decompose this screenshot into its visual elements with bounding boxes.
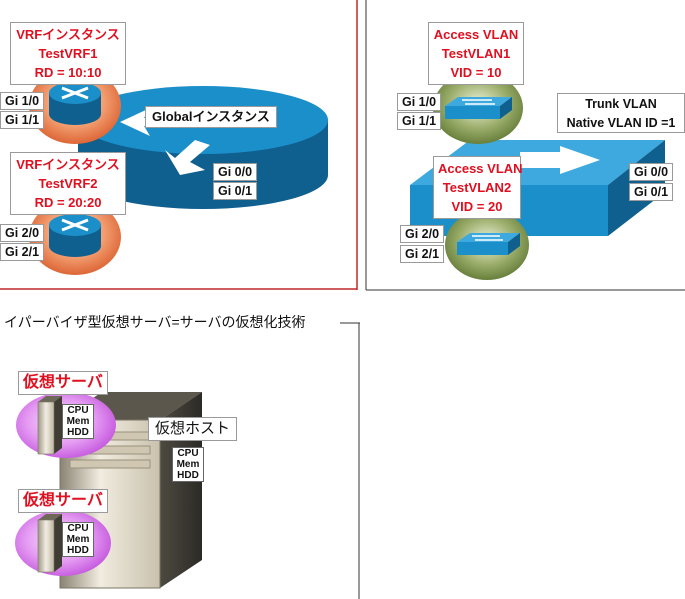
vlan2-label-line1: Access VLAN: [438, 161, 523, 176]
vm1-resources: CPU Mem HDD: [62, 404, 94, 439]
vrf2-port-label: Gi 2/1: [0, 243, 45, 261]
vrf1-label: VRFインスタンス TestVRF1 RD = 10:10: [10, 22, 126, 85]
vrf2-instance-icon: [29, 199, 121, 275]
vlan2-port-gi2-1: Gi 2/1: [405, 247, 440, 261]
virtual-host-label: 仮想ホスト: [148, 417, 238, 441]
vlan1-port-gi1-0: Gi 1/0: [402, 95, 437, 109]
trunk-vlan-line2: Native VLAN ID =1: [566, 116, 676, 130]
vrf1-port-label: Gi 1/1: [0, 111, 45, 129]
vlan2-port-gi2-0: Gi 2/0: [405, 227, 440, 241]
virtual-server-2-label: 仮想サーバ: [18, 489, 108, 513]
vrf2-port-gi2-0: Gi 2/0: [5, 226, 40, 240]
host-cpu: CPU: [177, 448, 199, 459]
vlan1-port-label: Gi 1/1: [397, 112, 442, 130]
vlan1-label-line1: Access VLAN: [433, 27, 519, 42]
vlan2-label: Access VLAN TestVLAN2 VID = 20: [433, 156, 523, 219]
vlan1-label-line3: VID = 10: [450, 65, 502, 80]
global-port-gi0-1: Gi 0/1: [218, 184, 253, 198]
vrf2-label-line3: RD = 20:20: [34, 195, 102, 210]
vm2-cpu: CPU: [67, 523, 89, 534]
vrf2-port-label: Gi 2/0: [0, 224, 45, 242]
vm2-resources: CPU Mem HDD: [62, 522, 94, 557]
hypervisor-panel-title: イパーバイザ型仮想サーバ=サーバの仮想化技術: [0, 313, 310, 331]
vlan1-port-gi1-1: Gi 1/1: [402, 114, 437, 128]
trunk-port-label: Gi 0/0: [629, 163, 674, 181]
vm2-mem: Mem: [66, 534, 90, 545]
vlan2-port-label: Gi 2/0: [400, 225, 445, 243]
vrf1-instance-icon: [29, 68, 121, 144]
trunk-vlan-label: Trunk VLAN Native VLAN ID =1: [557, 93, 685, 133]
vrf2-label-line1: VRFインスタンス: [16, 157, 120, 172]
vm1-hdd: HDD: [67, 427, 89, 438]
vrf2-label: VRFインスタンス TestVRF2 RD = 20:20: [10, 152, 126, 215]
host-mem: Mem: [176, 459, 200, 470]
global-port-label: Gi 0/1: [213, 182, 258, 200]
vm1-mem: Mem: [66, 416, 90, 427]
vrf2-port-gi2-1: Gi 2/1: [5, 245, 40, 259]
vlan1-instance-icon: [433, 72, 523, 144]
global-port-label: Gi 0/0: [213, 163, 258, 181]
trunk-vlan-line1: Trunk VLAN: [585, 97, 657, 111]
vlan1-port-label: Gi 1/0: [397, 93, 442, 111]
trunk-port-gi0-1: Gi 0/1: [634, 185, 669, 199]
vrf2-label-line2: TestVRF2: [38, 176, 98, 191]
vrf1-label-line2: TestVRF1: [38, 46, 98, 61]
vrf1-label-line1: VRFインスタンス: [16, 27, 120, 42]
vlan1-label: Access VLAN TestVLAN1 VID = 10: [428, 22, 524, 85]
vrf1-port-gi1-0: Gi 1/0: [5, 94, 40, 108]
global-port-gi0-0: Gi 0/0: [218, 165, 253, 179]
vlan1-label-line2: TestVLAN1: [441, 46, 511, 61]
vlan2-port-label: Gi 2/1: [400, 245, 445, 263]
trunk-port-gi0-0: Gi 0/0: [634, 165, 669, 179]
virtual-server-1-label: 仮想サーバ: [18, 371, 108, 395]
host-hdd: HDD: [177, 470, 199, 481]
vrf1-port-gi1-1: Gi 1/1: [5, 113, 40, 127]
vm1-cpu: CPU: [67, 405, 89, 416]
vrf1-port-label: Gi 1/0: [0, 92, 45, 110]
vrf1-label-line3: RD = 10:10: [34, 65, 102, 80]
vlan2-label-line3: VID = 20: [451, 199, 503, 214]
trunk-port-label: Gi 0/1: [629, 183, 674, 201]
vlan2-instance-icon: [445, 210, 529, 280]
host-resources: CPU Mem HDD: [172, 447, 204, 482]
vlan2-label-line2: TestVLAN2: [442, 180, 512, 195]
global-instance-label: Globalインスタンス: [145, 106, 277, 128]
vm2-hdd: HDD: [67, 545, 89, 556]
